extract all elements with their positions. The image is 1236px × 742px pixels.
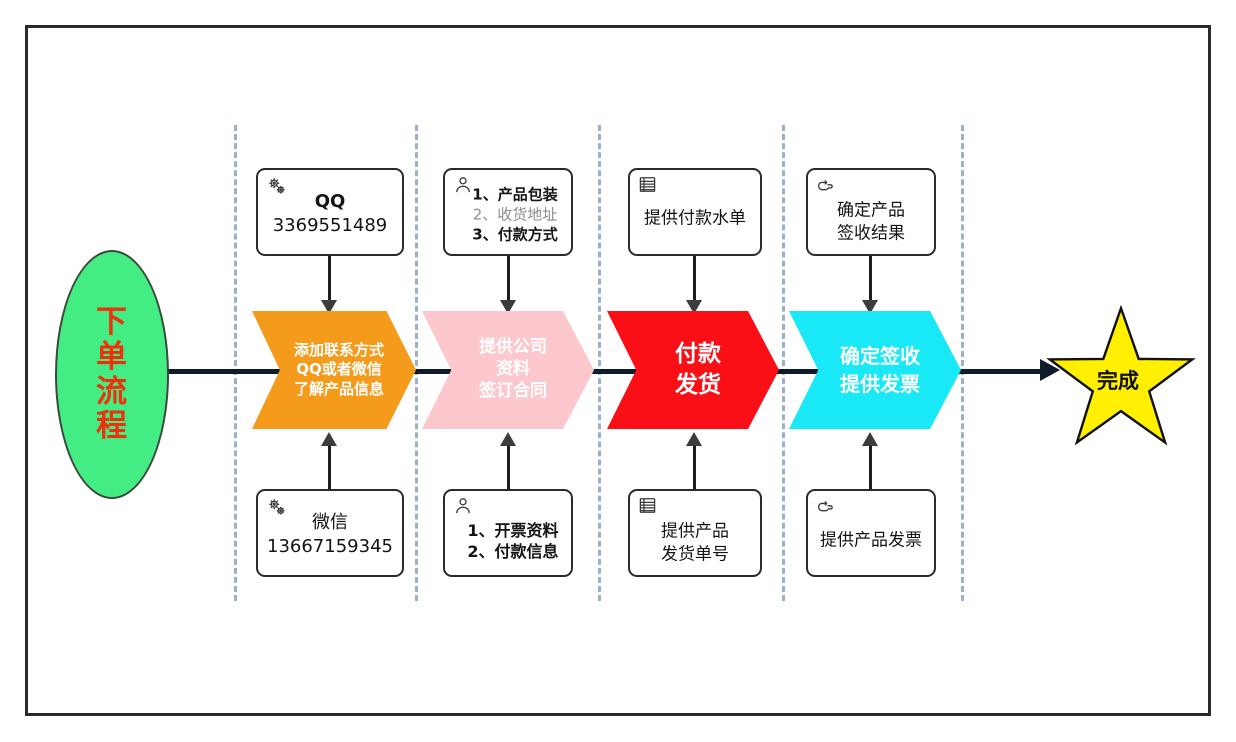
person-icon xyxy=(453,496,475,518)
gears-icon xyxy=(266,496,288,518)
connector-stage4-top xyxy=(869,256,872,308)
connector-stage1-top xyxy=(328,256,331,308)
arrow-up-stage4-bottom-icon xyxy=(862,432,878,446)
person-icon xyxy=(453,175,475,197)
pointing-hand-icon xyxy=(816,496,838,518)
note-stage4-bottom[interactable]: 提供产品发票 xyxy=(806,489,936,577)
arrow-up-stage2-bottom-icon xyxy=(500,432,516,446)
lane-separator-2 xyxy=(415,125,418,601)
note-stage2-top-text: 1、产品包装 2、收货地址 3、付款方式 xyxy=(472,185,558,244)
note-stage4-bottom-text: 提供产品发票 xyxy=(820,530,922,551)
connector-stage4-bottom xyxy=(869,445,872,491)
lane-separator-4 xyxy=(782,125,785,601)
start-node[interactable]: 下 单 流 程 xyxy=(55,250,169,499)
note-stage2-bottom[interactable]: 1、开票资料 2、付款信息 xyxy=(443,489,573,577)
connector-stage3-bottom xyxy=(693,445,696,491)
stage-chevron-company-info-label: 提供公司 资料 签订合同 xyxy=(479,337,547,401)
connector-stage2-top xyxy=(507,256,510,308)
stage-chevron-confirm-invoice-label: 确定签收 提供发票 xyxy=(840,344,920,396)
end-node[interactable]: 完成 xyxy=(1046,305,1196,448)
gears-icon xyxy=(266,175,288,197)
arrow-up-stage1-bottom-icon xyxy=(321,432,337,446)
pointing-hand-icon xyxy=(816,175,838,197)
note-stage1-top[interactable]: QQ 3369551489 xyxy=(256,168,404,256)
stage-chevron-pay-ship-label: 付款 发货 xyxy=(675,340,721,398)
connector-stage2-bottom xyxy=(507,445,510,491)
flow-connector-line xyxy=(150,369,1040,374)
note-stage1-top-text: QQ 3369551489 xyxy=(272,190,388,236)
note-stage2-top[interactable]: 1、产品包装 2、收货地址 3、付款方式 xyxy=(443,168,573,256)
note-stage3-bottom-text: 提供产品 发货单号 xyxy=(661,521,729,565)
lane-separator-1 xyxy=(234,125,237,601)
stage-chevron-contact-label: 添加联系方式 QQ或者微信 了解产品信息 xyxy=(293,341,384,398)
note-stage4-top[interactable]: 确定产品 签收结果 xyxy=(806,168,936,256)
end-node-label: 完成 xyxy=(1097,368,1139,393)
arrow-down-stage2-top-icon xyxy=(500,300,516,314)
arrow-down-stage1-top-icon xyxy=(321,300,337,314)
arrow-down-stage3-top-icon xyxy=(686,300,702,314)
note-stage1-bottom[interactable]: 微信 13667159345 xyxy=(256,489,404,577)
stage-chevron-company-info[interactable]: 提供公司 资料 签订合同 xyxy=(422,311,594,429)
start-node-label: 下 单 流 程 xyxy=(96,304,128,445)
note-stage2-bottom-text: 1、开票资料 2、付款信息 xyxy=(467,521,559,562)
note-stage1-bottom-text: 微信 13667159345 xyxy=(267,511,393,557)
arrow-up-stage3-bottom-icon xyxy=(686,432,702,446)
list-icon xyxy=(638,175,660,197)
note-stage3-top-text: 提供付款水单 xyxy=(644,208,746,229)
lane-separator-5 xyxy=(961,125,964,601)
lane-separator-3 xyxy=(598,125,601,601)
note-stage3-bottom[interactable]: 提供产品 发货单号 xyxy=(628,489,762,577)
arrow-down-stage4-top-icon xyxy=(862,300,878,314)
star-shape-icon xyxy=(1046,305,1196,446)
connector-stage1-bottom xyxy=(328,445,331,491)
connector-stage3-top xyxy=(693,256,696,308)
note-stage3-top[interactable]: 提供付款水单 xyxy=(628,168,762,256)
note-stage4-top-text: 确定产品 签收结果 xyxy=(837,200,905,244)
list-icon xyxy=(638,496,660,518)
